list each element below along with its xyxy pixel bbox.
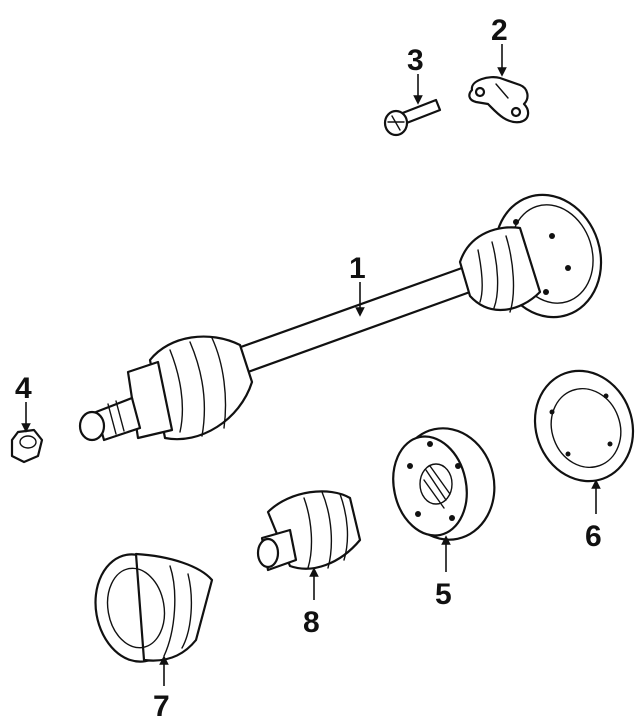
callout-1: 1 — [349, 252, 366, 285]
bolt[interactable] — [383, 98, 442, 137]
callout-3: 3 — [407, 44, 424, 77]
callout-6: 6 — [585, 520, 602, 553]
nut[interactable] — [10, 428, 44, 464]
large-boot[interactable] — [87, 548, 214, 668]
small-boot[interactable] — [256, 490, 362, 572]
cv-joint[interactable] — [384, 419, 504, 549]
seal-cover[interactable] — [520, 357, 640, 495]
callout-2: 2 — [491, 14, 508, 47]
callout-7: 7 — [153, 690, 170, 721]
callout-5: 5 — [435, 578, 452, 611]
bracket-plate[interactable] — [468, 76, 530, 124]
callout-4: 4 — [15, 372, 32, 405]
axle-shaft-assembly[interactable] — [78, 181, 617, 442]
callout-8: 8 — [303, 606, 320, 639]
